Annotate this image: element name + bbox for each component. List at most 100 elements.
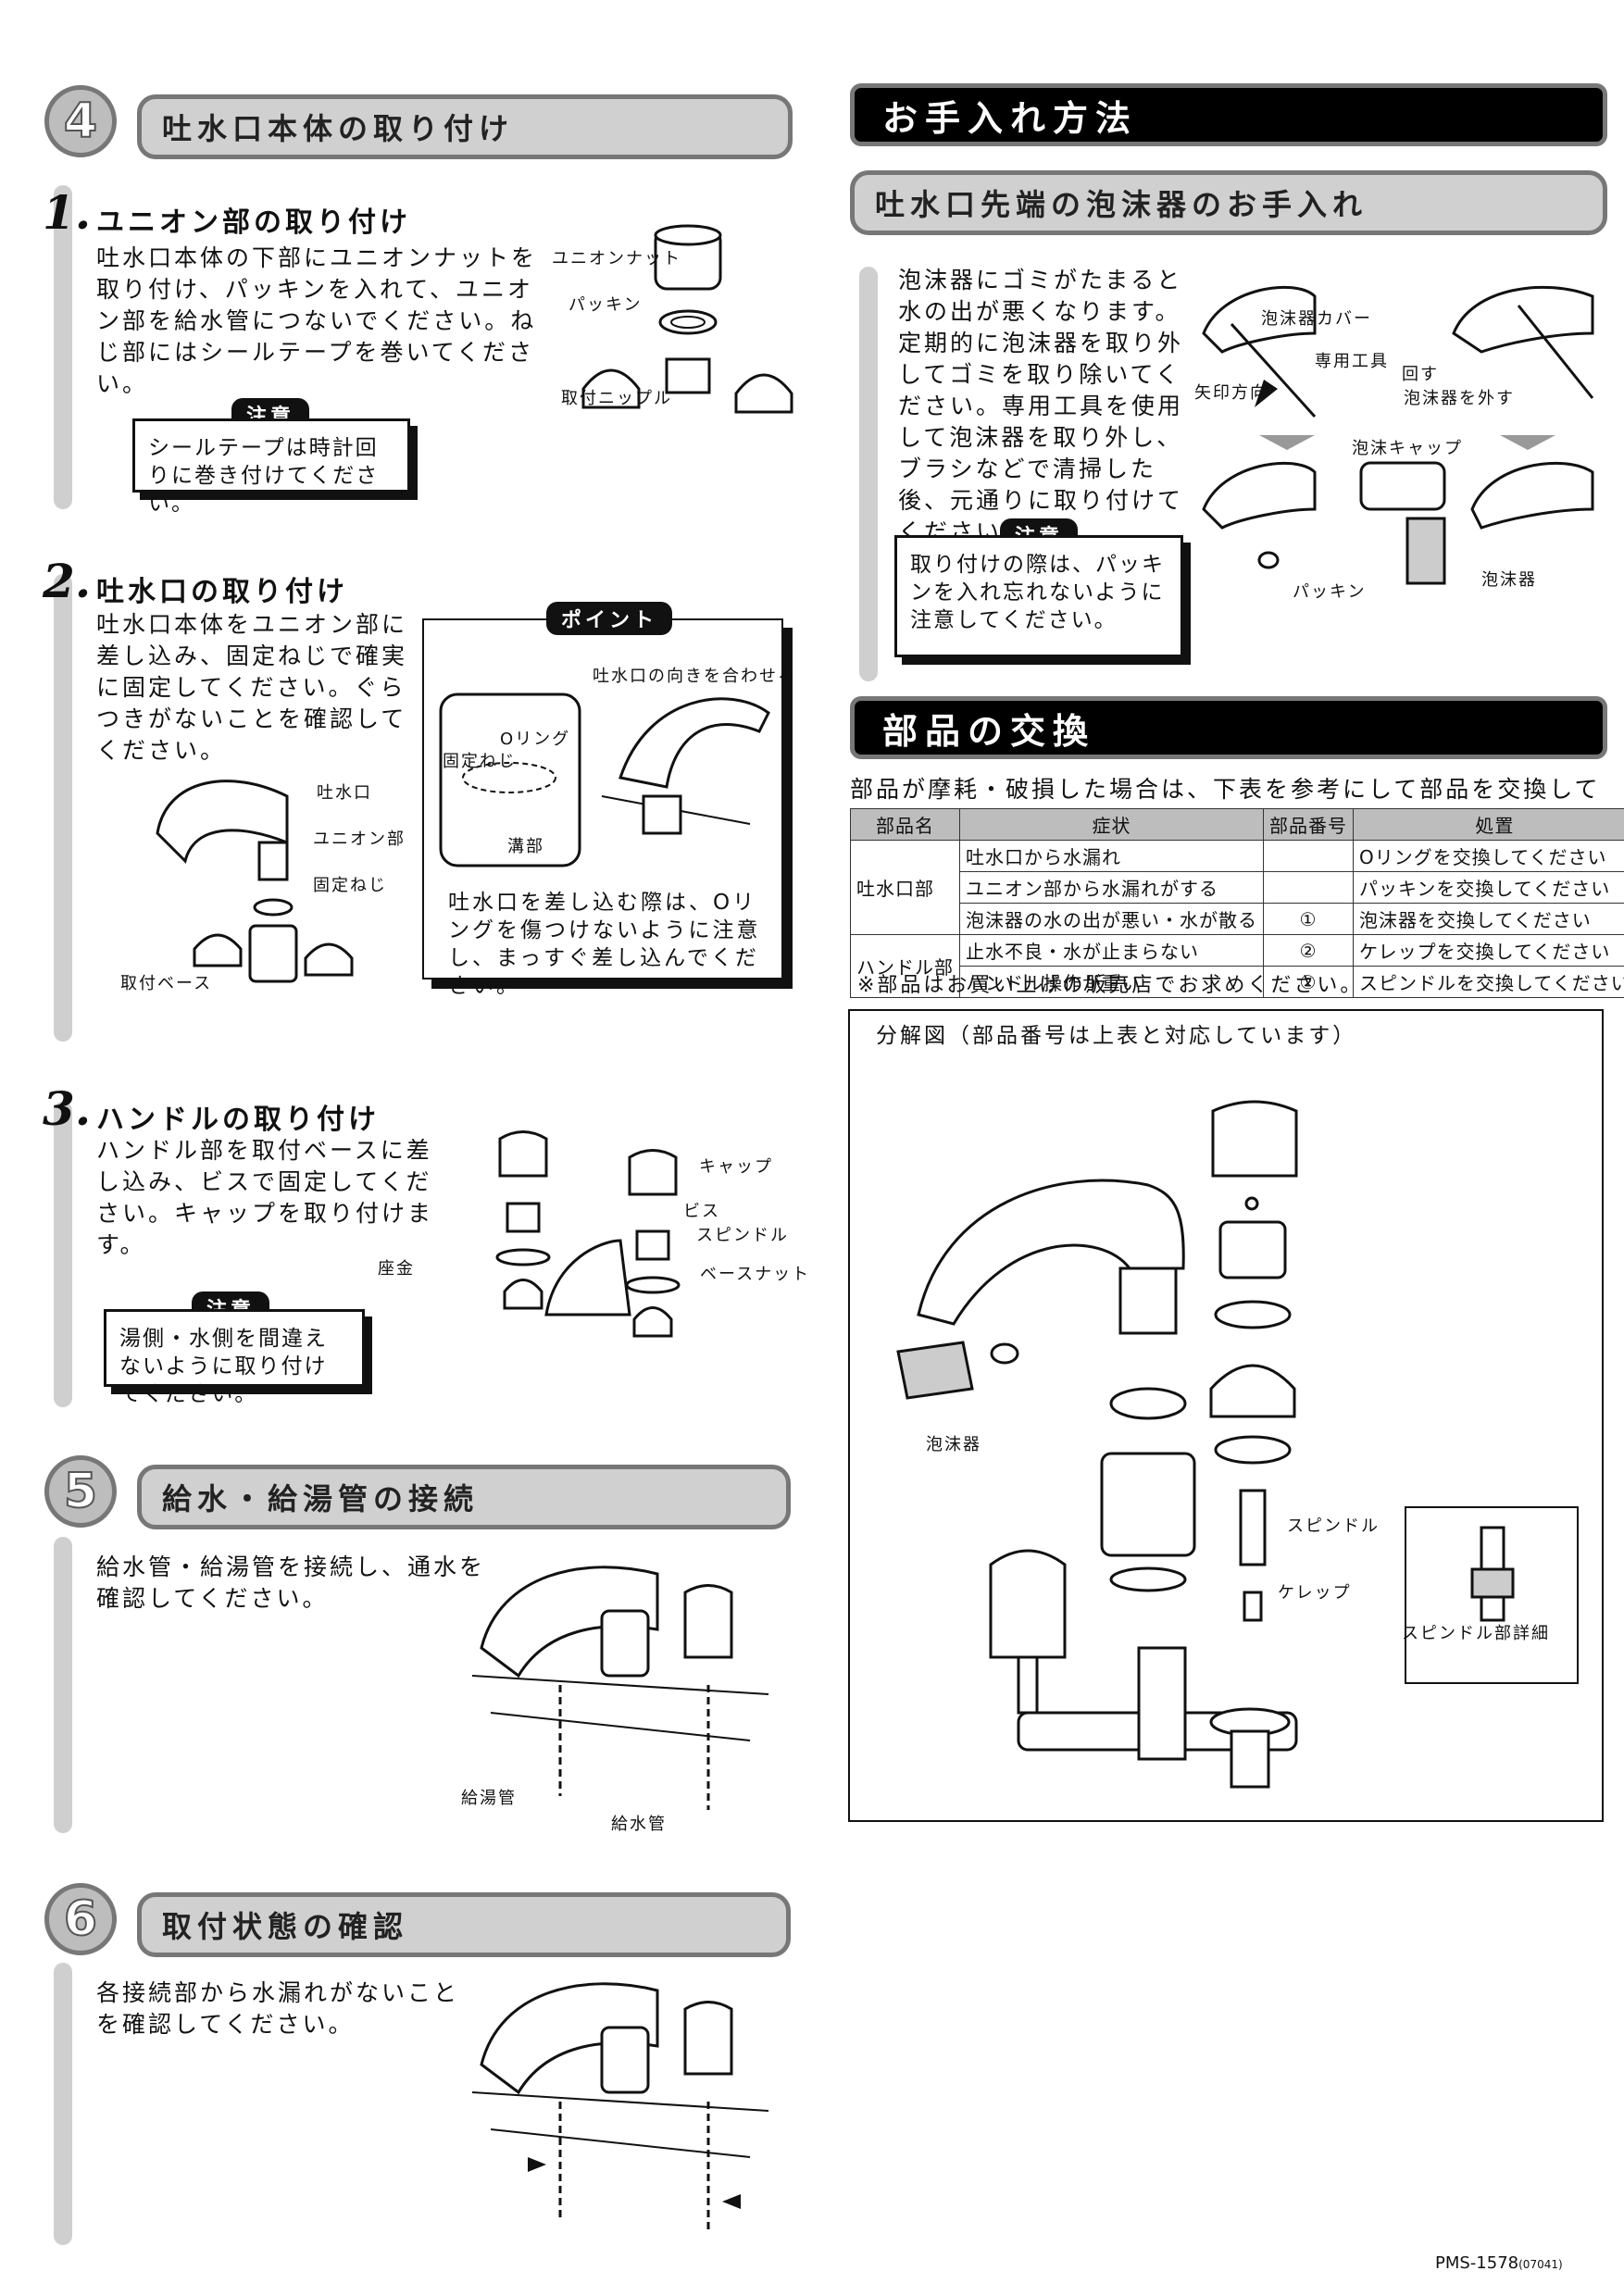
detail-label-oring: Oリング [500,730,571,749]
step-heading: ハンドルの取り付け [96,1104,380,1136]
detail-label-groove: 溝部 [507,837,544,856]
label-turn: 回す [1402,365,1439,384]
detail-tag: ポイント [546,602,673,635]
col-part: 部品名 [850,808,960,841]
cell-action: 泡沫器を交換してください [1353,903,1624,935]
label-spindle-detail: スピンドル部詳細 [1402,1624,1550,1643]
handle-exploded-illustration [495,1130,681,1338]
note-box: シールテープは時計回りに巻き付けてください。 [132,418,410,516]
label-washer: 座金 [378,1259,415,1279]
section-number-4: 4 [44,85,117,157]
cell-number [1263,840,1354,872]
label-base: 取付ベース [120,974,213,993]
note-box: 湯側・水側を間違えないように取り付けてください。 [104,1309,365,1406]
aerator-removal-illustration [1202,285,1594,585]
step-text: 吐水口本体をユニオン部に差し込み、固定ねじで確実に固定してください。ぐらつきがな… [96,611,408,764]
section-number-5: 5 [44,1455,117,1528]
label-packing: パッキン [1293,582,1367,602]
cell-number: ② [1263,966,1354,998]
label-union: ユニオン部 [313,830,406,849]
cell-number: ② [1263,934,1354,967]
cell-action: ケレップを交換してください [1353,934,1624,967]
step-bar [54,185,72,509]
cell-symptom: 泡沫器の水の出が悪い・水が散る [959,903,1264,935]
step-text: ハンドル部を取付ベースに差し込み、ビスで固定してください。キャップを取り付けます… [96,1137,434,1258]
step-bar [859,267,878,681]
cell-symptom: ユニオン部から水漏れがする [959,871,1264,904]
step-bar [54,1102,72,1407]
cell-number [1263,871,1354,904]
table-row: ハンドル操作が重い ② スピンドルを交換してください [851,966,1624,998]
label-screw: 固定ねじ [313,876,387,895]
parts-table: 部品名 症状 部品番号 処置 吐水口部 吐水口から水漏れ Oリングを交換してくだ… [850,808,1624,998]
table-row: ユニオン部から水漏れがする パッキンを交換してください [851,871,1624,904]
label-tool: 専用工具 [1315,352,1389,371]
detail-label-screw: 固定ねじ [443,752,517,771]
exploded-view-illustration [896,1100,1579,1789]
exploded-view-caption: 分解図（部品番号は上表と対応しています） [876,1024,1357,1048]
table-row: 泡沫器の水の出が悪い・水が散る ① 泡沫器を交換してください [851,903,1624,935]
label-nipple: 取付ニップル [561,389,672,408]
cell-symptom: 止水不良・水が止まらない [959,934,1264,967]
cell-group: 吐水口部 [850,840,960,935]
section-title-check: 取付状態の確認 [137,1892,791,1957]
step-number: 2. [43,554,92,608]
section-title-pipes: 給水・給湯管の接続 [137,1465,791,1529]
detail-illustration [439,693,770,867]
document-code-sub: (07041) [1518,2258,1563,2271]
table-header-row: 部品名 症状 部品番号 処置 [850,808,1624,841]
aerator-subtitle: 吐水口先端の泡沫器のお手入れ [850,170,1607,235]
label-direction: 矢印方向 [1194,383,1268,403]
detail-label-orient: 吐水口の向きを合わせる [593,667,796,686]
maintenance-text: 泡沫器にゴミがたまると水の出が悪くなります。定期的に泡沫器を取り外してゴミを取り… [898,267,1184,545]
label-kerep: ケレップ [1278,1583,1352,1603]
label-spindle: スピンドル [1287,1516,1380,1536]
parts-title: 部品の交換 [850,696,1607,759]
col-number: 部品番号 [1263,808,1354,841]
label-aerator-cover: 泡沫器カバー [1261,309,1372,329]
label-base-nut: ベースナット [700,1265,811,1284]
section-number-6: 6 [44,1883,117,1955]
section5-text: 給水管・給湯管を接続し、通水を確認してください。 [96,1554,486,1612]
step-bar [54,1963,72,2245]
step-number: 3. [43,1081,92,1136]
pipe-connection-illustration [471,1566,769,1810]
cell-number: ① [1263,903,1354,935]
label-union-nut: ユニオンナット [552,249,681,268]
label-spindle: スピンドル [696,1226,789,1245]
label-screw: ビス [683,1202,720,1221]
detail-note: 吐水口を差し込む際は、Oリングを傷つけないように注意し、まっすぐ差し込んでくださ… [448,891,761,998]
col-action: 処置 [1353,808,1624,841]
step-heading: ユニオン部の取り付け [96,206,411,239]
document-code: PMS-1578(07041) [1435,2253,1563,2273]
step-number: 1. [43,185,92,240]
step-bar [54,1537,72,1833]
cell-symptom: 吐水口から水漏れ [959,840,1264,872]
cell-symptom: ハンドル操作が重い [959,966,1264,998]
cell-action: Oリングを交換してください [1353,840,1624,872]
maintenance-title: お手入れ方法 [850,83,1607,146]
table-row: 吐水口部 吐水口から水漏れ Oリングを交換してください [850,840,1624,935]
union-exploded-illustration [581,224,793,414]
note-box: 取り付けの際は、パッキンを入れ忘れないように注意してください。 [894,535,1183,657]
step-text: 吐水口本体の下部にユニオンナットを取り付け、パッキンを入れて、ユニオン部を給水管… [96,244,538,397]
parts-footnote: ※部品はお買い上げの販売店でお求めください。 [857,974,1364,997]
step-heading: 吐水口の取り付け [96,576,348,608]
label-cold: 給水管 [611,1815,667,1834]
cell-action: パッキンを交換してください [1353,871,1624,904]
table-row: ハンドル部 止水不良・水が止まらない ② ケレップを交換してください [850,934,1624,998]
label-aerator: 泡沫器 [1481,570,1537,590]
label-aerator-tool: 泡沫器 [926,1435,981,1454]
label-aerator-cap: 泡沫キャップ [1352,439,1463,458]
cell-action: スピンドルを交換してください [1353,966,1624,998]
label-packing: パッキン [568,295,643,315]
cell-group: ハンドル部 [850,934,960,998]
label-hot: 給湯管 [461,1789,517,1808]
label-spout: 吐水口 [317,783,372,803]
col-symptom: 症状 [959,808,1264,841]
check-illustration [471,1982,769,2231]
spout-exploded-illustration [156,780,354,983]
step-bar [54,574,72,1042]
document-code-main: PMS-1578 [1435,2253,1519,2273]
section6-text: 各接続部から水漏れがないことを確認してください。 [96,1979,460,2038]
